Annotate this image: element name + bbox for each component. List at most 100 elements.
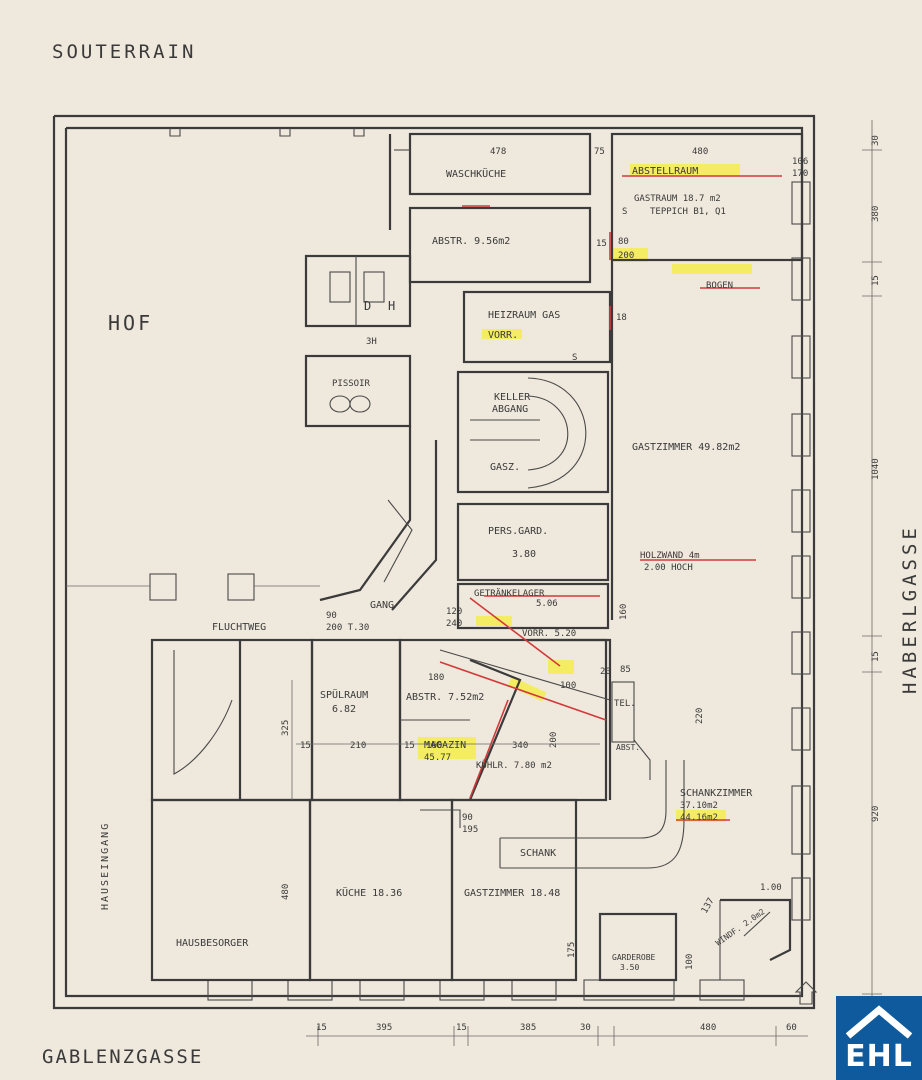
room-pers-gard: PERS.GARD. <box>488 526 548 537</box>
room-kuche: KÜCHE 18.36 <box>336 886 402 899</box>
dimension-label: 325 <box>281 720 291 736</box>
dimension-label: 60 <box>786 1023 797 1033</box>
room-vorr-mid: VORR. 5.20 <box>522 629 576 639</box>
room-schankzimmer: SCHANKZIMMER <box>680 788 753 799</box>
room-magazin-val: 45.77 <box>424 753 451 763</box>
dimension-label: 75 <box>594 147 605 157</box>
room-keller: KELLER <box>494 392 531 403</box>
room-schank: SCHANK <box>520 848 556 859</box>
room-hof: HOF <box>108 311 153 335</box>
dimension-label: 100 <box>560 681 576 691</box>
dimension-label: 480 <box>692 147 708 157</box>
logo-text: EHL <box>845 1039 913 1074</box>
dimension-label: 175 <box>567 942 577 958</box>
dimension-label: 385 <box>520 1023 536 1033</box>
dimension-label: 340 <box>512 741 528 751</box>
wc-d: D <box>364 299 371 313</box>
dimension-label: 195 <box>462 825 478 835</box>
room-tel: TEL. <box>614 699 636 709</box>
outer-walls <box>52 114 816 1010</box>
dimension-label: 1.00 <box>760 883 782 893</box>
dimension-label: 395 <box>376 1023 392 1033</box>
dimension-label: 1040 <box>871 458 881 480</box>
house-roof-icon <box>845 1005 913 1039</box>
room-getraenkelager: GETRÄNKELAGER <box>474 588 545 599</box>
dimension-label: S <box>572 353 577 363</box>
dimension-label: 160 <box>426 741 442 751</box>
note-bogen: BOGEN <box>706 281 733 291</box>
room-abst: ABST. <box>616 743 640 752</box>
room-abstr-top: ABSTR. 9.56m2 <box>432 236 510 247</box>
room-gasz: GASZ. <box>490 462 520 473</box>
dimension-lines <box>291 120 882 1046</box>
room-abgang: ABGANG <box>492 404 528 415</box>
room-hauseingang: HAUSEINGANG <box>100 822 111 910</box>
dimension-label: 170 <box>792 169 808 179</box>
street-bottom-label: GABLENZGASSE <box>42 1046 203 1068</box>
dimension-label: 15 <box>404 741 415 751</box>
room-schankzimmer-val: 37.10m2 <box>680 801 718 811</box>
dimension-label: S <box>622 207 627 217</box>
dimension-label: 160 <box>619 604 629 620</box>
dimension-label: 920 <box>871 806 881 822</box>
dimension-label: 106 <box>792 157 808 167</box>
dimension-label: 80 <box>618 237 629 247</box>
room-pers-gard-val: 3.80 <box>512 549 536 560</box>
dimension-label: 15 <box>456 1023 467 1033</box>
dimension-labels: 478 75 480 106 170 30 380 15 1040 15 920… <box>281 135 881 1033</box>
room-spulraum-val: 6.82 <box>332 704 356 715</box>
dimension-label: 200 <box>618 251 634 261</box>
wc-h: H <box>388 299 395 313</box>
room-gastzimmer-main: GASTZIMMER 49.82m2 <box>632 442 740 453</box>
dimension-label: 220 <box>695 708 705 724</box>
room-abstr-mid: ABSTR. 7.52m2 <box>406 692 484 703</box>
dimension-label: 100 <box>685 954 695 970</box>
room-getraenkelager-val: 5.06 <box>536 599 558 609</box>
dimension-label: 180 <box>428 673 444 683</box>
dimension-label: 210 <box>350 741 366 751</box>
dimension-label: 15 <box>316 1023 327 1033</box>
room-kuhlr: KÜHLR. 7.80 m2 <box>476 760 552 771</box>
room-garderobe: GARDEROBE <box>612 953 656 962</box>
dimension-label: 90 <box>462 813 473 823</box>
dimension-label: 480 <box>281 884 291 900</box>
red-marks <box>439 175 782 821</box>
dimension-label: 200 T.30 <box>326 623 369 633</box>
dimension-label: 120 <box>446 607 462 617</box>
dimension-label: 15 <box>871 651 881 662</box>
room-gastraum: GASTRAUM 18.7 m2 <box>634 194 721 204</box>
dimension-label: 30 <box>580 1023 591 1033</box>
dimension-label: 15 <box>596 239 607 249</box>
room-spulraum: SPÜLRAUM <box>320 688 368 701</box>
note-holzwand: HOLZWAND 4m <box>640 551 700 561</box>
dimension-label: 20 <box>600 667 611 677</box>
dimension-label: 200 <box>549 732 559 748</box>
dimension-label: 90 <box>326 611 337 621</box>
dimension-label: 240 <box>446 619 462 629</box>
room-pissoir: PISSOIR <box>332 379 371 389</box>
dimension-label: 18 <box>616 313 627 323</box>
street-right-label: HABERLGASSE <box>899 524 921 694</box>
room-gastzimmer-small: GASTZIMMER 18.48 <box>464 888 560 899</box>
dimension-label: 85 <box>620 665 631 675</box>
interior-walls <box>66 132 818 1005</box>
room-fluchtweg: FLUCHTWEG <box>212 622 266 633</box>
room-heizraum: HEIZRAUM GAS <box>488 310 560 321</box>
dimension-label: 15 <box>300 741 311 751</box>
dimension-label: 380 <box>871 206 881 222</box>
dimension-label: 480 <box>700 1023 716 1033</box>
room-magazin: MAGAZIN <box>424 740 466 751</box>
room-garderobe-val: 3.50 <box>620 963 639 972</box>
room-gang: GANG <box>370 600 394 611</box>
room-schankzimmer-val2: 44.16m2 <box>680 813 718 823</box>
dimension-label: 478 <box>490 147 506 157</box>
dimension-label: 15 <box>871 275 881 286</box>
note-holzwand-2: 2.00 HOCH <box>644 563 693 573</box>
ehl-logo: EHL <box>836 996 922 1080</box>
room-teppich: TEPPICH B1, Q1 <box>650 207 726 217</box>
room-vorr-top: VORR. <box>488 330 518 341</box>
dimension-label: 30 <box>871 135 881 146</box>
room-labels: HOF WASCHKÜCHE ABSTELLRAUM GASTRAUM 18.7… <box>100 166 767 972</box>
